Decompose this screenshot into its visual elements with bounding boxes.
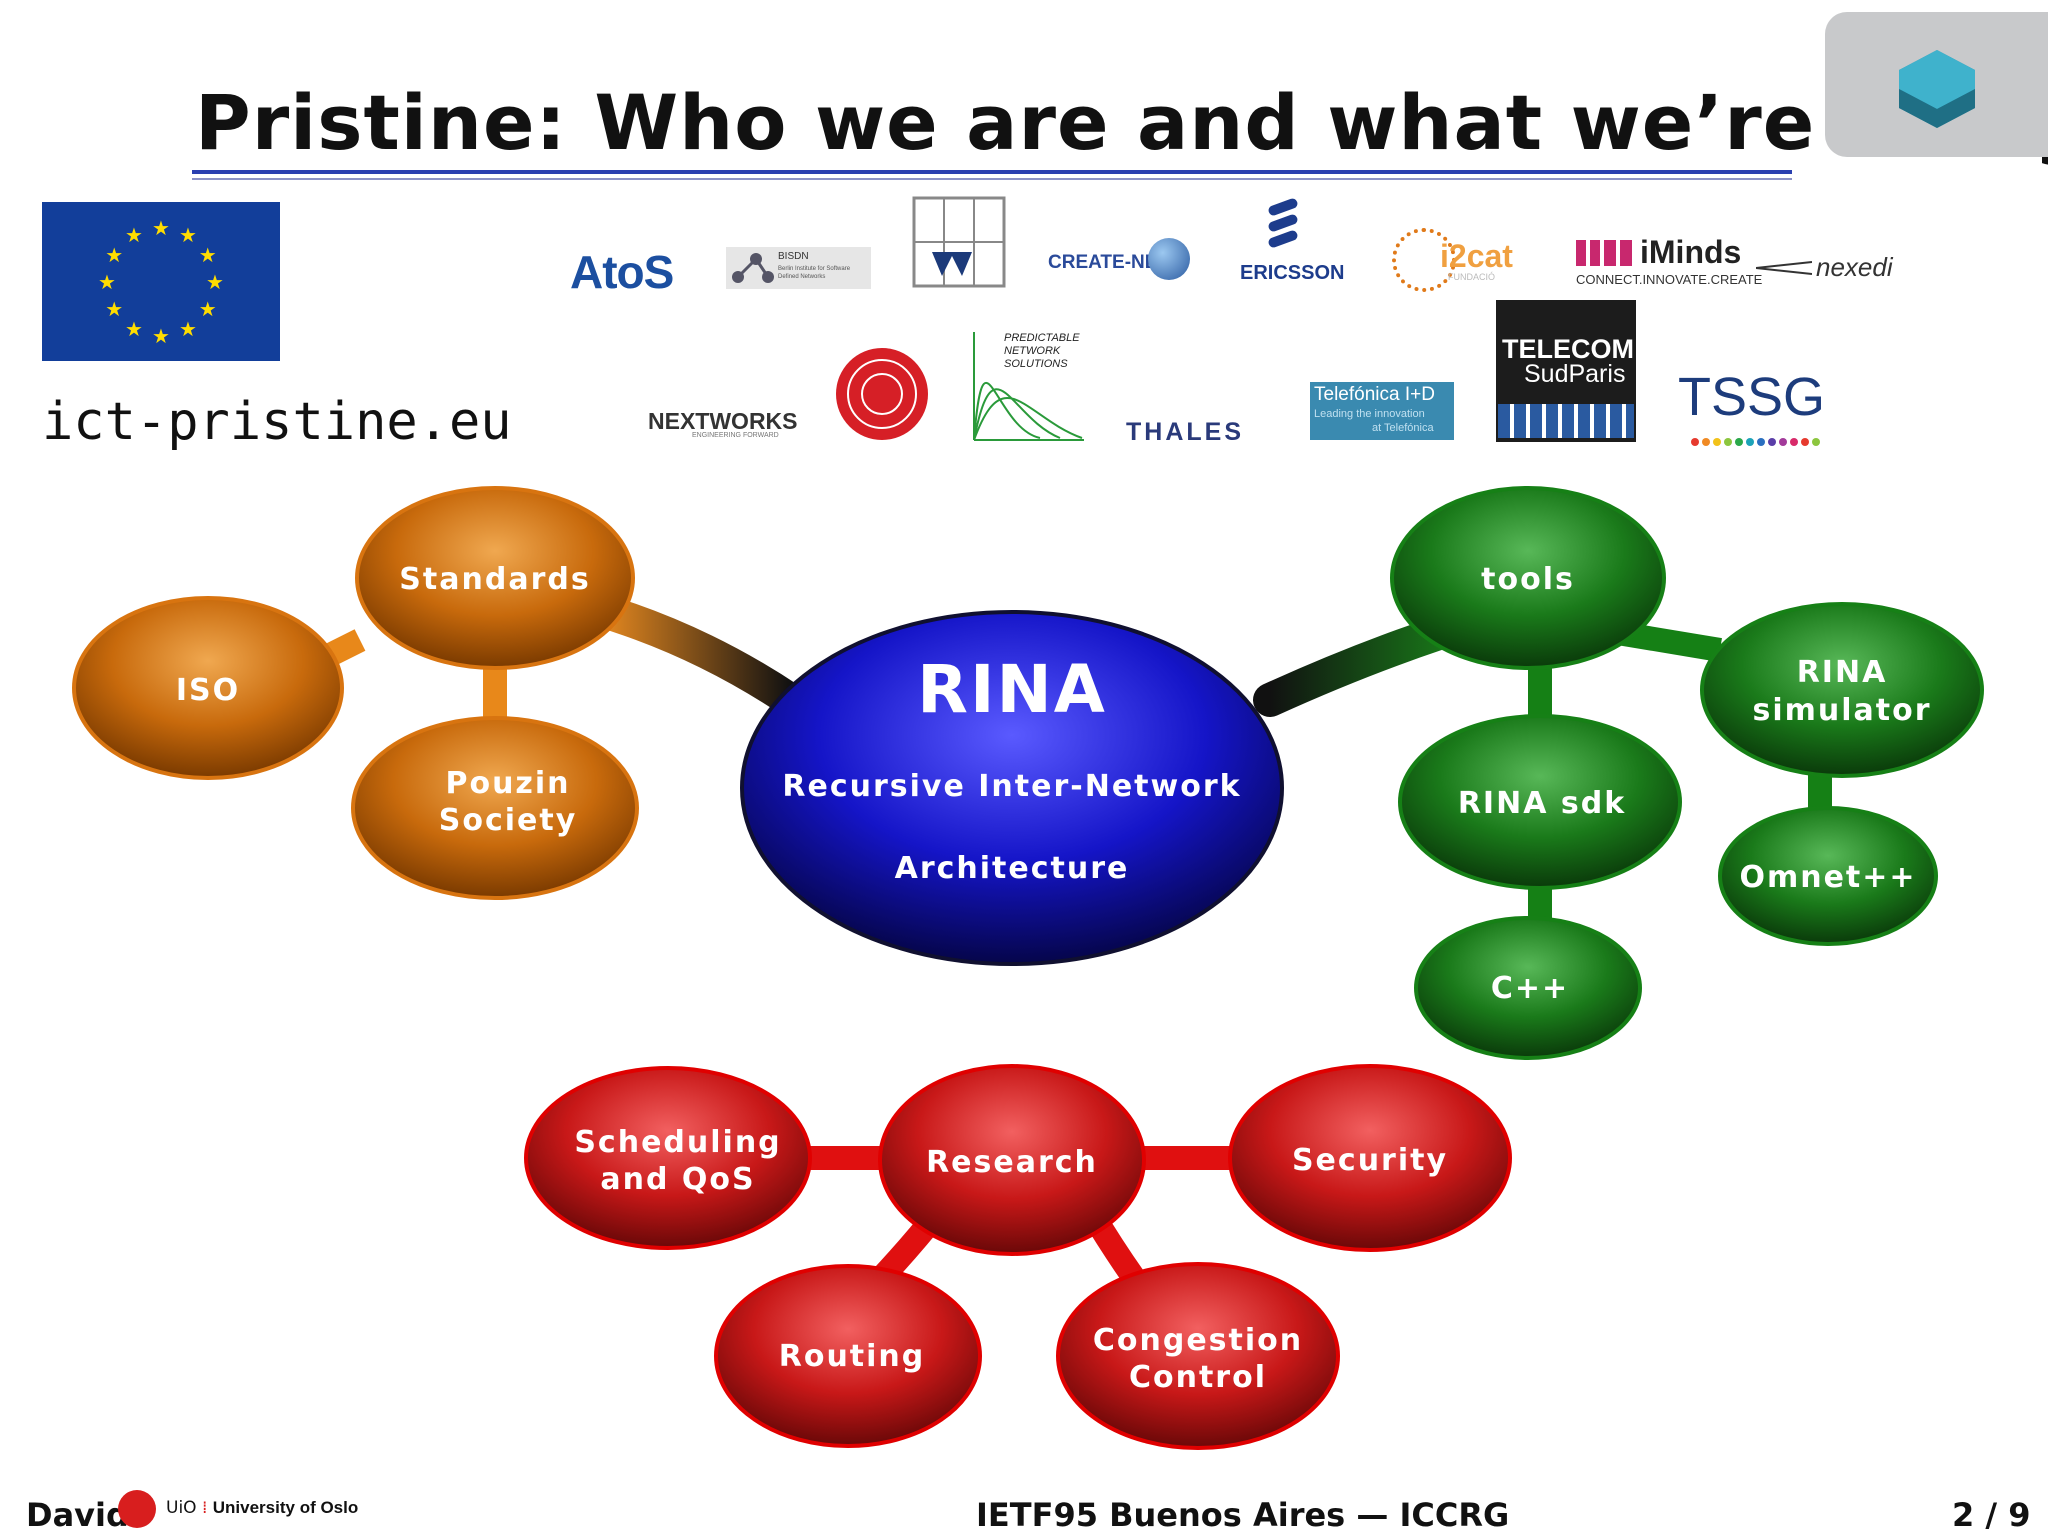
research-node: Research [926,1145,1098,1180]
eu-star-icon: ★ [105,243,123,267]
scheduling-node-line1: Scheduling [574,1125,781,1160]
tssg-logo: TSSG [1678,367,1826,427]
pouzin-node-line1: Pouzin [445,766,570,801]
rina-node-line1: Recursive Inter-Network [782,769,1241,804]
footer-event: IETF95 Buenos Aires — ICCRG [976,1496,1510,1534]
thales-logo: THALES [1126,418,1244,446]
tssg-dot [1768,438,1776,446]
i2cat-logo: i2cat [1440,238,1513,274]
eu-star-icon: ★ [179,317,197,341]
tssg-dot [1812,438,1820,446]
eu-star-icon: ★ [125,223,143,247]
university-logo [912,196,1006,288]
tssg-dot [1724,438,1732,446]
pouzin-node-line2: Society [439,803,578,838]
routing-node: Routing [779,1339,926,1374]
eu-star-icon: ★ [152,324,170,348]
atos-logo: AtoS [570,246,674,298]
tssg-dot [1691,438,1699,446]
tools-node: tools [1481,562,1575,597]
nexedi-mark-icon [1755,260,1813,276]
tssg-dot [1757,438,1765,446]
tssg-dots-icon [1690,432,1826,446]
university-oslo-seal-logo [836,348,928,440]
eu-star-icon: ★ [179,223,197,247]
network-nodes-icon [732,253,774,283]
tssg-dot [1779,438,1787,446]
standards-node: Standards [399,562,590,597]
pns-curves-icon [970,328,1086,444]
nextworks-logo: NEXTWORKS [648,408,798,434]
rina-mind-map: RINA Recursive Inter-Network Architectur… [72,486,1984,1450]
omnet-node: Omnet++ [1739,860,1916,895]
title-underline-shadow [192,178,1792,180]
tssg-dot [1735,438,1743,446]
iminds-logo: iMinds [1640,234,1742,270]
eu-star-icon: ★ [125,317,143,341]
telecom-sudparis-logo: TELECOM SudParis [1496,300,1636,442]
tssg-dot [1713,438,1721,446]
simulator-node-line2: simulator [1752,693,1931,728]
eu-star-icon: ★ [206,270,224,294]
hexagon-icon [1899,50,1975,128]
scheduling-node-line2: and QoS [600,1162,755,1197]
slide-title: Pristine: Who we are and what we’re doin… [195,78,2048,167]
iso-node: ISO [176,673,240,708]
eu-star-icon: ★ [199,297,217,321]
congestion-node-line1: Congestion [1093,1323,1303,1358]
title-underline [192,170,1792,174]
eu-star-icon: ★ [98,270,116,294]
uio-seal-icon [118,1490,156,1528]
bisdn-logo: BISDN Berlin Institute for Software Defi… [726,247,871,289]
rina-sdk-node: RINA sdk [1458,786,1626,821]
eu-star-icon: ★ [199,243,217,267]
eu-star-icon: ★ [152,216,170,240]
create-net-logo: CREATE-NET [1048,252,1170,273]
tssg-dot [1790,438,1798,446]
simulator-node-line1: RINA [1797,655,1888,690]
congestion-node-line2: Control [1129,1360,1267,1395]
telefonica-logo: Telefónica I+D Leading the innovation at… [1310,382,1454,440]
cpp-node: C++ [1491,971,1569,1006]
ericsson-mark-icon [1262,198,1306,252]
page-number: 2 / 9 [1952,1496,2031,1534]
eu-flag-logo: ★★★★★★★★★★★★ [42,202,280,361]
tssg-dot [1702,438,1710,446]
footer-author: David [26,1496,129,1534]
rina-node-title: RINA [917,651,1107,728]
iminds-mark-icon [1576,240,1634,266]
globe-icon [1148,238,1190,280]
tssg-dot [1746,438,1754,446]
project-url: ict-pristine.eu [42,392,512,452]
i2cat-ring-icon [1392,228,1456,292]
security-node: Security [1292,1143,1448,1178]
presentation-widget[interactable] [1825,12,2048,157]
eu-star-icon: ★ [105,297,123,321]
tssg-dot [1801,438,1809,446]
uio-label: UiO ⁞ University of Oslo [166,1498,359,1518]
nexedi-logo: nexedi [1816,252,1893,282]
ericsson-logo: ERICSSON [1240,262,1345,284]
rina-node-line2: Architecture [895,851,1130,886]
